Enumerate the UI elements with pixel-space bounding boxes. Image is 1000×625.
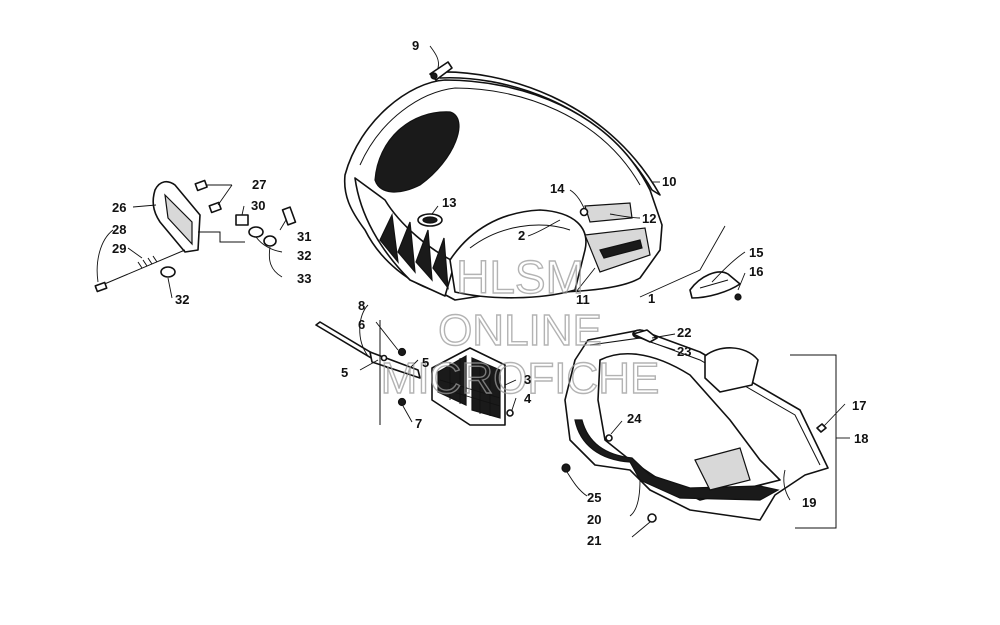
support-rod <box>315 321 421 407</box>
callout: 3 <box>524 372 531 387</box>
leader-lines <box>96 45 850 538</box>
callout: 13 <box>442 195 456 210</box>
watermark-line-2: ONLINE <box>438 306 602 355</box>
callout: 17 <box>852 398 866 413</box>
callout: 6 <box>358 317 365 332</box>
callout: 23 <box>677 344 691 359</box>
callout: 30 <box>251 198 265 213</box>
callout: 14 <box>550 181 565 196</box>
callout: 19 <box>802 495 816 510</box>
callout: 32 <box>175 292 189 307</box>
callout: 18 <box>854 431 868 446</box>
callout: 29 <box>112 241 126 256</box>
callout: 26 <box>112 200 126 215</box>
callout: 10 <box>662 174 676 189</box>
callout: 2 <box>518 228 525 243</box>
callout: 25 <box>587 490 601 505</box>
callout: 33 <box>297 271 311 286</box>
watermark: HLSM ONLINE MICROFICHE <box>380 250 660 403</box>
callout: 27 <box>252 177 266 192</box>
handle-15 <box>689 271 742 301</box>
callout: 32 <box>297 248 311 263</box>
callout: 28 <box>112 222 126 237</box>
callout: 4 <box>524 391 532 406</box>
bolt-9 <box>429 61 453 81</box>
callout: 5 <box>422 355 429 370</box>
callout: 1 <box>648 291 655 306</box>
callout: 31 <box>297 229 311 244</box>
vent-screen <box>431 347 514 426</box>
callout: 21 <box>587 533 601 548</box>
callout: 12 <box>642 211 656 226</box>
callout: 11 <box>576 292 590 307</box>
callout: 15 <box>749 245 763 260</box>
callout: 24 <box>627 411 642 426</box>
callout: 22 <box>677 325 691 340</box>
storage-tray <box>561 329 829 523</box>
callout: 16 <box>749 264 763 279</box>
callout: 7 <box>415 416 422 431</box>
watermark-line-1: HLSM <box>456 251 584 303</box>
callout: 5 <box>341 365 348 380</box>
callout: 8 <box>358 298 365 313</box>
callout: 9 <box>412 38 419 53</box>
watermark-line-3: MICROFICHE <box>381 354 660 403</box>
hood-assembly <box>343 71 663 301</box>
callout-labels: 1 2 3 4 5 5 6 7 8 9 10 11 12 13 14 15 16… <box>112 38 868 548</box>
callout: 20 <box>587 512 601 527</box>
